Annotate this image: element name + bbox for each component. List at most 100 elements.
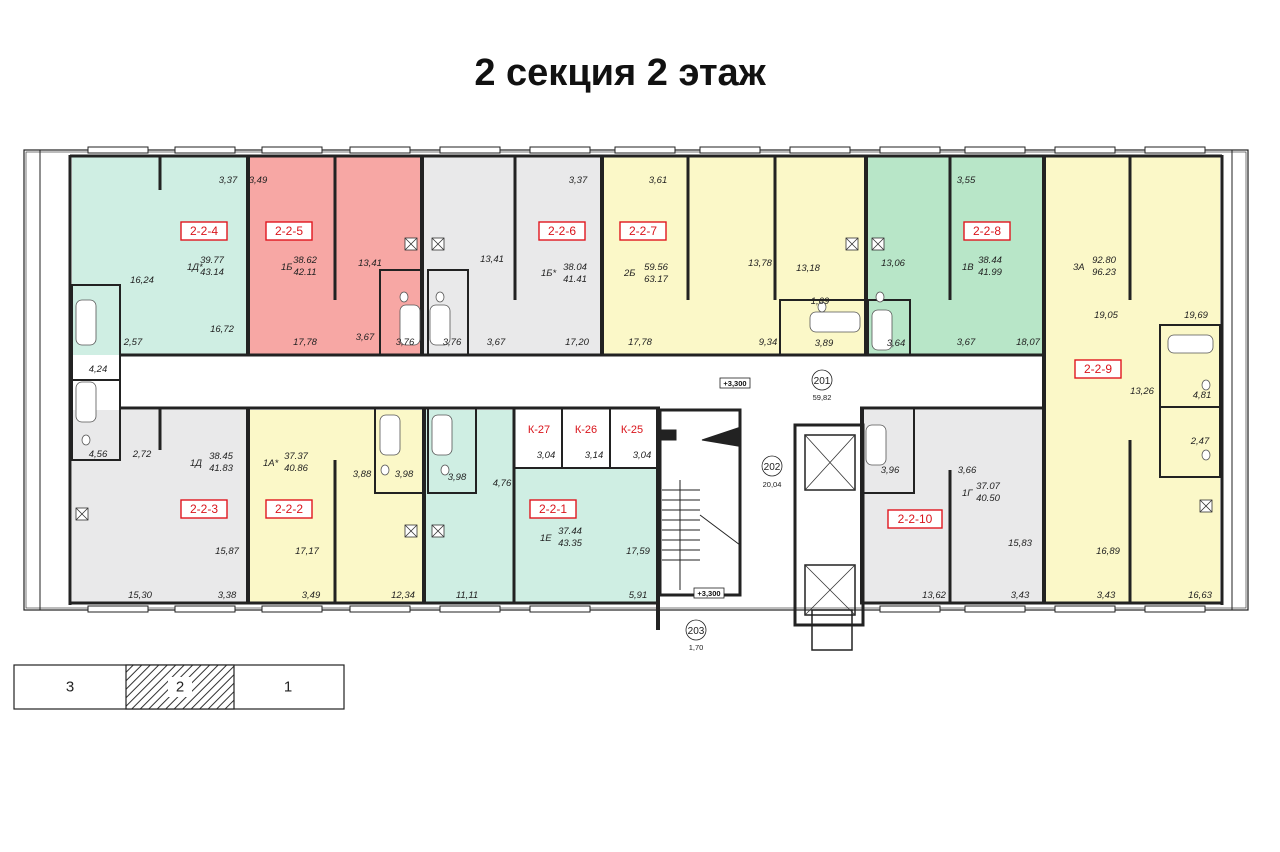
bottom-room-area: 5,91 [629,590,648,601]
bottom-room-area: 17,59 [626,546,650,557]
apartment-area-total: 41.99 [978,267,1002,278]
top-room-area: 9,34 [759,337,778,348]
apartment-area-total: 43.14 [200,267,224,278]
apartment-id: 2-2-2 [275,502,303,516]
apartment-area-living: 38.44 [978,255,1002,266]
apartment-id: 2-2-8 [973,224,1001,238]
top-room-area: 3,67 [487,337,506,348]
apartment-id: 2-2-1 [539,502,567,516]
top-room-area: 3,67 [356,332,375,343]
section-1[interactable]: 1 [284,679,292,696]
apartment-area-total: 41.83 [209,463,233,474]
bottom-room-area: 2,47 [1190,436,1210,447]
apartment-type: 2Б [623,268,635,279]
bottom-room-area: 15,30 [128,590,152,601]
apartment-2-2-10[interactable]: 2-2-10 1Г 37.07 40.50 [887,481,1001,529]
apartment-area-total: 43.35 [558,538,582,549]
top-room-area: 3,67 [957,337,976,348]
apartment-type: 1А* [263,458,279,469]
apartment-area-total: 96.23 [1092,267,1116,278]
top-room-area: 3,76 [443,337,462,348]
apartment-2-2-4[interactable]: 2-2-4 1Д* 39.77 43.14 [180,221,228,278]
apartment-area-total: 40.50 [976,493,1000,504]
stairs-icon [661,427,741,590]
zone-2-2-9-bottom [1044,407,1220,603]
top-room-area: 3,89 [815,338,834,349]
zone-2-2-10 [862,410,1044,602]
elevator-icon [804,434,856,616]
top-room-area: 18,07 [1016,337,1040,348]
top-room-area: 19,05 [1094,310,1118,321]
top-room-area: 1,69 [811,296,830,307]
storage-cell-k26[interactable]: К-26 [575,424,597,436]
bottom-room-area: 13,62 [922,590,946,601]
apartment-2-2-9[interactable]: 2-2-9 3А 92.80 96.23 [1073,255,1122,379]
apartment-2-2-8[interactable]: 2-2-8 1В 38.44 41.99 [962,221,1011,278]
common-rooms [685,369,833,641]
bottom-room-area: 3,04 [537,450,556,461]
apartment-2-2-3[interactable]: 2-2-3 1Д 38.45 41.83 [180,451,234,519]
bottom-room-area: 17,17 [295,546,319,557]
apartment-id: 2-2-6 [548,224,576,238]
top-room-area: 19,69 [1184,310,1208,321]
apartment-2-2-7[interactable]: 2-2-7 2Б 59.56 63.17 [619,221,669,285]
room-201-number: 201 [814,376,831,387]
apartment-id: 2-2-9 [1084,362,1112,376]
top-room-area: 3,37 [219,175,238,186]
bottom-room-area: 3,49 [302,590,321,601]
top-room-area: 13,41 [480,254,504,265]
room-202-area: 20,04 [763,480,782,489]
apartment-area-living: 39.77 [200,255,224,266]
svg-text:3: 3 [66,679,74,696]
svg-text:1: 1 [284,679,292,696]
top-room-area: 4,81 [1193,390,1212,401]
zone-2-2-6 [422,157,602,355]
storage-cells: К-27 К-26 К-25 [528,424,643,436]
apartment-area-total: 41.41 [563,274,587,285]
top-room-area: 13,78 [748,258,772,269]
ventilation-shaft-icon [75,237,1213,538]
bottom-room-area: 2,72 [132,449,152,460]
apartment-area-living: 37.44 [558,526,582,537]
bottom-room-area: 3,88 [353,469,372,480]
section-3[interactable]: 3 [66,679,74,696]
zone-2-2-1-right [514,468,658,602]
apartment-labels: 2-2-4 1Д* 39.77 43.14 2-2-5 1Б 38.62 42.… [180,221,1122,549]
room-201-area: 59,82 [813,393,832,402]
room-areas: 3,3716,242,574,2416,723,4917,7813,413,67… [89,175,1213,601]
top-room-area: 13,41 [358,258,382,269]
apartment-type: 3А [1073,262,1085,273]
top-room-area: 13,26 [1130,386,1154,397]
apartment-area-living: 59.56 [644,262,668,273]
bottom-room-area: 3,66 [958,465,977,476]
apartment-type: 1Б [281,262,292,273]
apartment-2-2-6[interactable]: 2-2-6 1Б* 38.04 41.41 [538,221,587,285]
apartment-area-living: 38.04 [563,262,587,273]
apartment-2-2-2[interactable]: 2-2-2 1А* 37.37 40.86 [263,451,313,519]
section-key-plan: 3 2 1 [13,664,345,710]
top-room-area: 13,06 [881,258,905,269]
apartment-id: 2-2-5 [275,224,303,238]
bottom-room-area: 3,98 [395,469,414,480]
room-203-area: 1,70 [689,643,704,652]
apartment-type: 1Е [540,533,552,544]
section-2-current[interactable]: 2 [168,677,192,697]
bottom-room-area: 3,98 [448,472,467,483]
apartment-area-living: 37.07 [976,481,1000,492]
top-room-area: 3,37 [569,175,588,186]
bottom-room-area: 15,83 [1008,538,1032,549]
top-room-area: 3,49 [249,175,268,186]
apartment-area-total: 40.86 [284,463,308,474]
apartment-2-2-5[interactable]: 2-2-5 1Б 38.62 42.11 [265,221,318,278]
apartment-type: 1Д [190,458,202,469]
windows [87,146,1206,613]
top-room-area: 3,61 [649,175,668,186]
bottom-room-area: 3,43 [1097,590,1116,601]
storage-cell-k25[interactable]: К-25 [621,424,643,436]
zone-2-2-8 [866,157,1044,355]
top-room-area: 17,78 [628,337,652,348]
apartment-area-living: 37.37 [284,451,308,462]
storage-cell-k27[interactable]: К-27 [528,424,550,436]
apartment-2-2-1[interactable]: 2-2-1 1Е 37.44 43.35 [529,499,583,549]
